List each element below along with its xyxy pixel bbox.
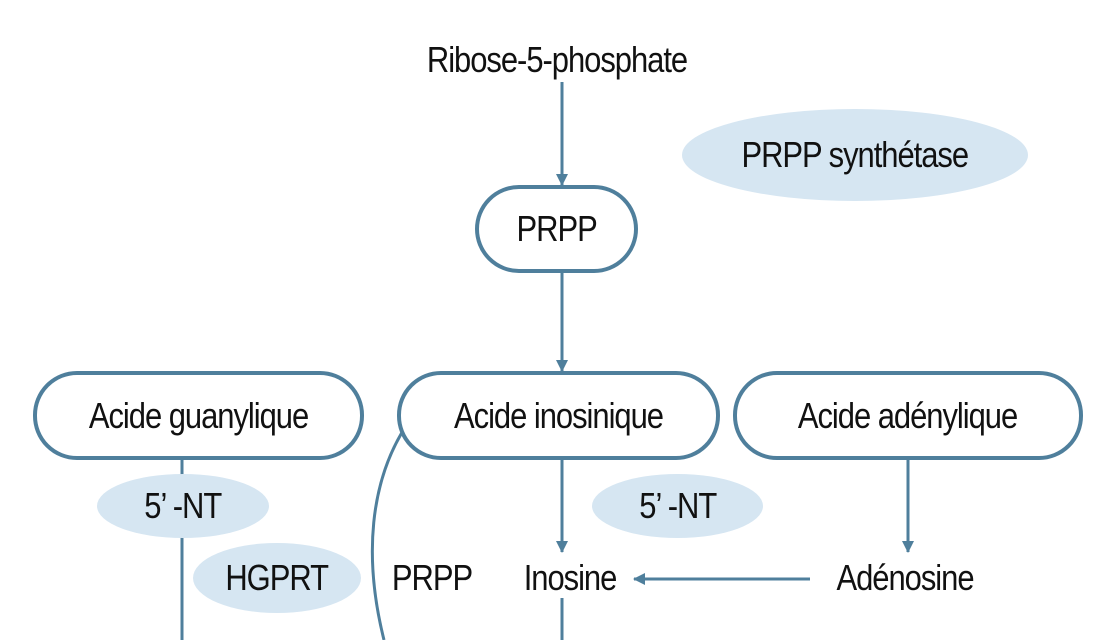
node-acide-adenylique-label: Acide adénylique <box>798 394 1018 436</box>
node-adenosine: Adénosine <box>836 557 974 598</box>
enzyme-5-nt-right-label: 5’ -NT <box>639 485 717 526</box>
node-prpp-label: PRPP <box>516 208 597 249</box>
node-acide-adenylique: Acide adénylique <box>733 371 1083 460</box>
node-acide-inosinique-label: Acide inosinique <box>454 394 664 436</box>
enzyme-prpp-synthetase-label: PRPP synthétase <box>741 134 970 175</box>
enzyme-5-nt-right: 5’ -NT <box>592 474 763 538</box>
enzyme-hgprt-label: HGPRT <box>225 557 330 598</box>
node-acide-guanylique-label: Acide guanylique <box>88 394 309 436</box>
node-ribose-5-phosphate: Ribose-5-phosphate <box>426 39 688 80</box>
label-prpp-side: PRPP <box>391 557 473 598</box>
node-prpp: PRPP <box>475 185 638 273</box>
node-acide-guanylique: Acide guanylique <box>33 371 364 460</box>
node-inosine: Inosine <box>523 557 618 598</box>
arrow-hgprt-curve-to-inosinique <box>370 419 412 640</box>
node-acide-inosinique: Acide inosinique <box>397 371 720 460</box>
enzyme-5-nt-left-label: 5’ -NT <box>144 485 223 526</box>
enzyme-hgprt: HGPRT <box>193 543 361 613</box>
enzyme-prpp-synthetase: PRPP synthétase <box>682 109 1028 201</box>
enzyme-5-nt-left: 5’ -NT <box>97 474 269 538</box>
